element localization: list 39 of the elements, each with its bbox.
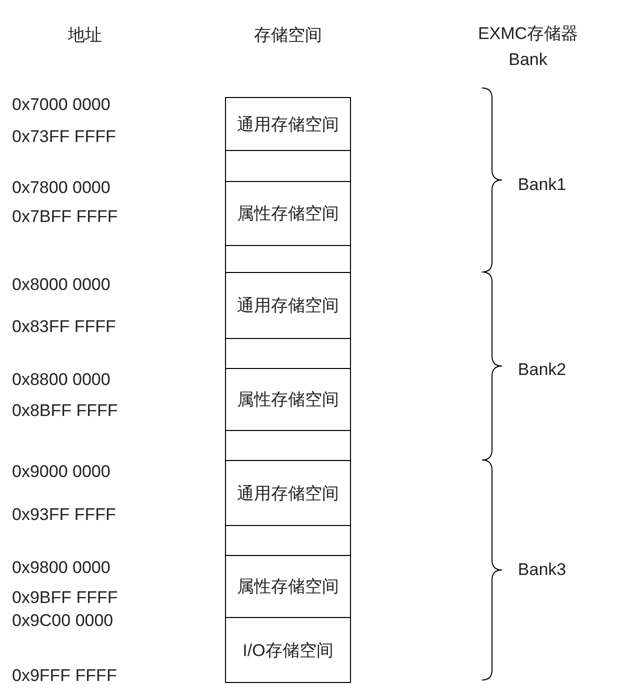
address-label: 0x7000 0000: [12, 95, 110, 115]
bank-label: Bank3: [518, 560, 566, 580]
address-label: 0x9000 0000: [12, 462, 110, 482]
reserved-region-box: [225, 338, 351, 369]
address-label: 0x9BFF FFFF: [12, 588, 118, 608]
region-label: I/O存储空间: [242, 640, 334, 662]
reserved-region-box: [225, 525, 351, 556]
memory-region-box: [225, 617, 351, 683]
address-label: 0x7BFF FFFF: [12, 207, 118, 227]
region-label: 属性存储空间: [237, 389, 339, 411]
bank-label: Bank1: [518, 175, 566, 195]
region-label: 通用存储空间: [237, 482, 339, 504]
memory-region-box: [225, 460, 351, 526]
region-label: 属性存储空间: [237, 203, 339, 225]
address-label: 0x8000 0000: [12, 275, 110, 295]
region-label: 通用存储空间: [237, 114, 339, 136]
bank-label: Bank2: [518, 360, 566, 380]
region-label: 属性存储空间: [237, 576, 339, 598]
address-label: 0x9FFF FFFF: [12, 666, 117, 686]
address-label: 0x9800 0000: [12, 558, 110, 578]
address-label: 0x9C00 0000: [12, 611, 114, 631]
address-label: 0x7800 0000: [12, 178, 110, 198]
reserved-region-box: [225, 150, 351, 182]
column-header: EXMC存储器 Bank: [476, 23, 580, 71]
memory-region-box: [225, 555, 351, 618]
memory-region-box: [225, 97, 351, 151]
address-label: 0x93FF FFFF: [12, 505, 116, 525]
reserved-region-box: [225, 430, 351, 461]
address-label: 0x83FF FFFF: [12, 317, 116, 337]
address-label: 0x8BFF FFFF: [12, 401, 118, 421]
address-label: 0x73FF FFFF: [12, 127, 116, 147]
column-header: 地址: [68, 24, 102, 46]
region-label: 通用存储空间: [237, 295, 339, 317]
address-label: 0x8800 0000: [12, 370, 110, 390]
memory-region-box: [225, 368, 351, 431]
memory-region-box: [225, 181, 351, 246]
reserved-region-box: [225, 245, 351, 273]
memory-region-box: [225, 272, 351, 339]
column-header: 存储空间: [254, 24, 322, 46]
